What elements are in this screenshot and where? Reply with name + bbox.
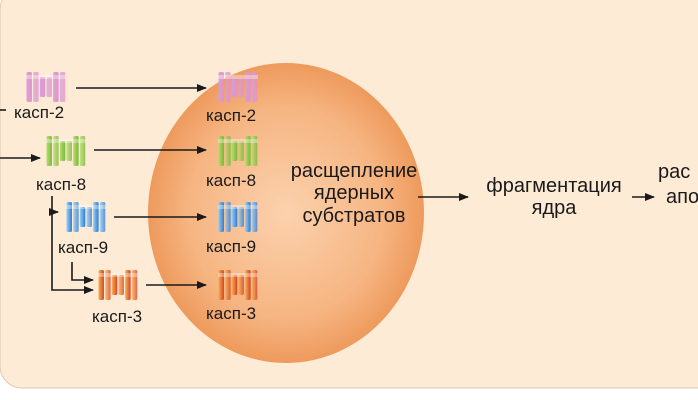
casp8-left-icon-stripe — [66, 141, 72, 161]
casp3-left-icon-stripe — [131, 270, 138, 300]
edge-casp9-to-casp3 — [71, 262, 94, 284]
nucleus-sphere — [148, 63, 424, 363]
right-label-line-1: рас — [658, 161, 690, 183]
casp2-right-icon-stripe — [231, 77, 238, 97]
center-label-line-2: ядерных — [314, 182, 394, 204]
casp9-right-icon-stripe — [251, 202, 258, 232]
right-label-line-2: апо — [666, 186, 698, 208]
casp2-left-icon-stripe — [53, 72, 59, 102]
casp8-right-label: касп-8 — [206, 171, 256, 190]
casp3-left-icon-stripe — [125, 270, 131, 300]
casp9-left-icon-stripe — [79, 207, 86, 227]
casp9-left-icon-stripe — [93, 202, 99, 232]
casp3-right-icon-stripe — [231, 275, 238, 295]
casp8-right-icon-stripe — [238, 141, 244, 161]
casp9-left-icon-highlight — [66, 205, 106, 209]
casp9-left-icon — [66, 202, 106, 232]
casp8-left-icon-stripe — [73, 136, 79, 166]
casp2-left-icon-stripe — [39, 77, 46, 97]
center-label-line-1: расщепление — [291, 160, 418, 182]
casp3-left-icon-stripe — [98, 270, 104, 300]
casp2-right-icon-stripe — [225, 72, 231, 102]
casp9-left-icon-stripe — [99, 202, 106, 232]
casp2-right-icon-highlight — [218, 75, 258, 79]
casp9-right-icon-stripe — [245, 202, 251, 232]
casp9-left-icon-stripe — [73, 202, 79, 232]
center-label-line-3: субстратов — [302, 205, 405, 227]
casp3-right-icon-stripe — [218, 270, 224, 300]
casp3-right-icon-stripe — [238, 275, 244, 295]
casp8-left-label: касп-8 — [36, 175, 86, 194]
fragmentation-label-line-2: ядра — [532, 197, 578, 219]
casp9-right-icon-stripe — [218, 202, 224, 232]
casp8-right-icon-stripe — [251, 136, 258, 166]
casp9-right-label: касп-9 — [206, 237, 256, 256]
casp9-left-icon-stripe — [86, 207, 92, 227]
casp9-right-icon-stripe — [238, 207, 244, 227]
casp2-left-icon-stripe — [26, 72, 32, 102]
casp3-left-icon-highlight — [98, 273, 138, 277]
casp3-right-icon-highlight — [218, 273, 258, 277]
casp8-right-icon-stripe — [225, 136, 231, 166]
casp8-left-icon-stripe — [53, 136, 59, 166]
casp3-right-icon — [218, 270, 258, 300]
casp8-right-icon — [218, 136, 258, 166]
fragmentation-label-line-1: фрагментация — [486, 175, 621, 197]
casp3-right-label: касп-3 — [206, 304, 256, 323]
casp2-left-icon — [26, 72, 66, 102]
edge-casp8-to-casp3 — [51, 196, 94, 294]
casp2-right-icon-stripe — [245, 72, 251, 102]
casp2-left-icon-stripe — [46, 77, 52, 97]
casp8-right-icon-stripe — [218, 136, 224, 166]
casp3-left-icon-stripe — [118, 275, 124, 295]
casp9-right-icon-stripe — [231, 207, 238, 227]
casp2-left-label: касп-2 — [14, 103, 64, 122]
casp2-left-icon-stripe — [59, 72, 66, 102]
casp3-left-icon-stripe — [111, 275, 118, 295]
casp9-right-icon-stripe — [225, 202, 231, 232]
casp2-right-icon-stripe — [251, 72, 258, 102]
casp9-left-label: касп-9 — [58, 238, 108, 257]
casp2-left-icon-stripe — [33, 72, 39, 102]
casp8-left-icon — [46, 136, 86, 166]
casp2-left-icon-highlight — [26, 75, 66, 79]
casp3-right-icon-stripe — [245, 270, 251, 300]
casp8-right-icon-stripe — [245, 136, 251, 166]
casp3-left-icon-stripe — [105, 270, 111, 300]
casp9-right-icon-highlight — [218, 205, 258, 209]
casp8-right-icon-highlight — [218, 139, 258, 143]
casp8-right-icon-stripe — [231, 141, 238, 161]
casp3-left-icon — [98, 270, 138, 300]
caspase-glyphs — [26, 72, 258, 300]
casp2-right-icon-stripe — [218, 72, 224, 102]
casp8-left-icon-stripe — [79, 136, 86, 166]
casp3-right-icon-stripe — [251, 270, 258, 300]
casp3-right-icon-stripe — [225, 270, 231, 300]
casp8-left-icon-stripe — [59, 141, 66, 161]
casp2-right-label: касп-2 — [206, 106, 256, 125]
casp9-left-icon-stripe — [66, 202, 72, 232]
casp3-left-label: касп-3 — [92, 307, 142, 326]
casp9-right-icon — [218, 202, 258, 232]
casp2-right-icon — [218, 72, 258, 102]
casp2-right-icon-stripe — [238, 77, 244, 97]
casp8-left-icon-highlight — [46, 139, 86, 143]
casp8-left-icon-stripe — [46, 136, 52, 166]
